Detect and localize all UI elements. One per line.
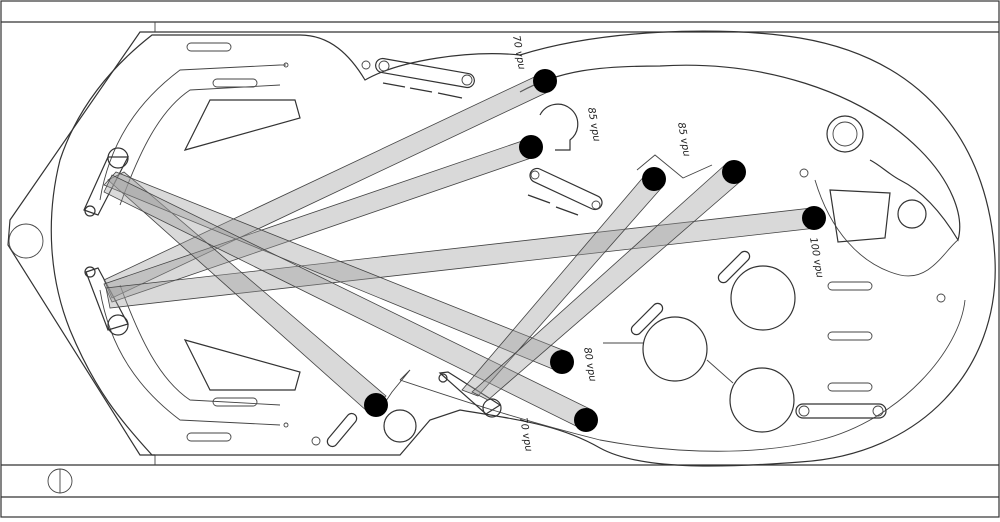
pop-bumper	[730, 265, 796, 331]
left-pivot-circle	[8, 223, 44, 259]
lower-left-flipper	[84, 266, 129, 336]
post	[936, 293, 946, 303]
target-dot	[533, 69, 557, 93]
pop-bumper	[642, 316, 708, 382]
center-flipper	[438, 371, 502, 418]
left-lower-inlane-inner	[119, 284, 281, 406]
shot-lane	[471, 163, 743, 401]
rollover-slot	[186, 42, 232, 52]
right-kicker	[897, 199, 927, 229]
left-cabinet-edge	[7, 31, 155, 456]
target-dot	[802, 206, 826, 230]
lower-saucer	[383, 409, 417, 443]
upper-saucer	[539, 103, 579, 151]
pop-bumper	[729, 367, 795, 433]
rollover-slot	[212, 397, 258, 407]
target-dot	[364, 393, 388, 417]
right-wall	[814, 179, 959, 277]
mid-lane-guide	[529, 167, 603, 211]
upper-lane-guide	[361, 57, 475, 89]
target-dot	[574, 408, 598, 432]
speed-label: 70 vpu	[510, 35, 527, 71]
post	[311, 436, 321, 446]
left-upper-slingshot	[183, 99, 301, 151]
lane-guide-upper	[636, 154, 713, 179]
speed-label: 85 vpu	[585, 107, 602, 143]
target-dot	[642, 167, 666, 191]
left-upper-inlane	[99, 64, 281, 201]
right-scoop	[829, 189, 891, 243]
left-upper-inlane-inner	[119, 84, 281, 206]
rollover-slot	[212, 78, 258, 88]
playfield-outline	[50, 30, 996, 467]
rollover-slot	[827, 331, 873, 341]
small-dashes	[382, 82, 579, 216]
left-lower-slingshot	[183, 339, 301, 391]
target-dot	[550, 350, 574, 374]
left-lower-inlane	[99, 289, 281, 426]
speed-label: 80 vpu	[581, 347, 598, 383]
shot-lane	[107, 171, 387, 413]
shot-lane	[103, 171, 571, 373]
upper-left-flipper	[83, 147, 129, 217]
shot-lanes	[103, 71, 817, 429]
rollover-slot	[827, 382, 873, 392]
target-dot	[519, 135, 543, 159]
target-dot	[722, 160, 746, 184]
rollover-slot	[827, 281, 873, 291]
right-saucer	[826, 115, 864, 153]
plunger-icon	[47, 468, 73, 494]
speed-label: 100 vpu	[807, 237, 825, 279]
post	[799, 168, 809, 178]
rollover-slot	[186, 432, 232, 442]
orbit-ramp	[519, 64, 961, 242]
capsule-guide	[326, 250, 887, 448]
speed-label: 85 vpu	[675, 122, 692, 158]
